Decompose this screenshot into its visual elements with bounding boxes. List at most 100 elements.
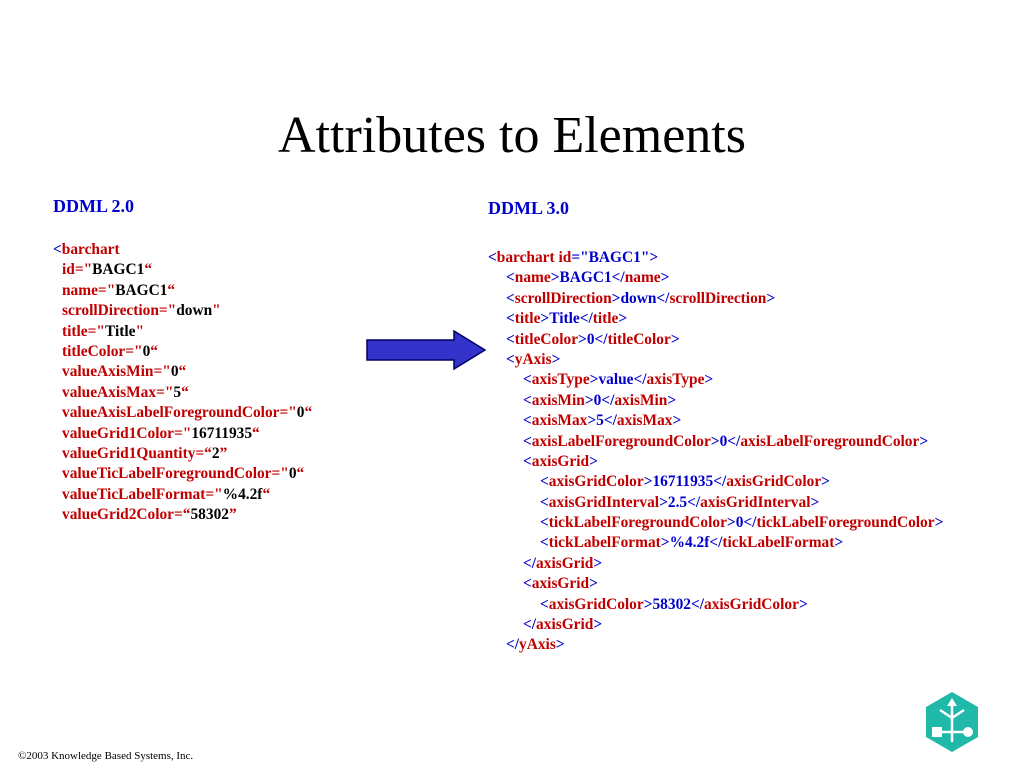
markup-token: Title bbox=[549, 310, 580, 328]
markup-token: </ bbox=[523, 616, 537, 634]
markup-token: </ bbox=[687, 493, 701, 511]
tag-name: " bbox=[83, 261, 93, 279]
markup-token: > bbox=[659, 493, 668, 511]
tag-name: “ bbox=[182, 506, 191, 524]
tag-name: scrollDirection bbox=[514, 289, 612, 307]
tag-name: " bbox=[212, 302, 221, 320]
tag-name: scrollDirection= bbox=[62, 302, 168, 320]
tag-name: “ bbox=[304, 404, 313, 422]
markup-token: < bbox=[523, 575, 532, 593]
tag-name: " bbox=[288, 404, 297, 422]
markup-token: < bbox=[506, 269, 515, 287]
code-line: <barchart id="BAGC1"> bbox=[488, 248, 943, 268]
markup-token: > bbox=[704, 371, 714, 389]
markup-token: > bbox=[919, 432, 929, 450]
markup-token: </ bbox=[656, 289, 670, 307]
tag-name: axisMin bbox=[531, 391, 585, 409]
tag-name: valueAxisMin= bbox=[62, 363, 163, 381]
markup-token: < bbox=[523, 432, 532, 450]
markup-token: </ bbox=[603, 412, 617, 430]
markup-token: > bbox=[550, 269, 560, 287]
tag-name: ” bbox=[219, 444, 228, 462]
markup-token: </ bbox=[690, 595, 705, 613]
tag-name: axisGridColor bbox=[726, 473, 822, 491]
tag-name: axisGrid bbox=[536, 554, 594, 572]
code-line: valueAxisLabelForegroundColor="0“ bbox=[53, 403, 312, 423]
markup-token: > bbox=[726, 514, 736, 532]
markup-token: 0 bbox=[735, 514, 744, 532]
tag-name: valueGrid1Color= bbox=[62, 424, 183, 442]
tag-name: valueTicLabelFormat= bbox=[62, 485, 215, 503]
company-logo-icon bbox=[926, 692, 978, 752]
tag-name: valueTicLabelForegroundColor= bbox=[62, 465, 281, 483]
markup-token: </ bbox=[601, 391, 615, 409]
tag-name: " bbox=[106, 281, 116, 299]
markup-token: < bbox=[523, 412, 532, 430]
tag-name: axisGrid bbox=[531, 575, 590, 593]
tag-name: " bbox=[214, 485, 223, 503]
markup-token: > bbox=[584, 391, 594, 409]
markup-token: > bbox=[555, 636, 565, 654]
code-line: <tickLabelFormat>%4.2f</tickLabelFormat> bbox=[488, 533, 943, 553]
code-line: titleColor="0“ bbox=[53, 342, 312, 362]
markup-token: < bbox=[506, 289, 515, 307]
tag-name: " bbox=[182, 424, 192, 442]
markup-token: down bbox=[620, 289, 657, 307]
tag-name: title bbox=[514, 310, 541, 328]
heading-ddml-2: DDML 2.0 bbox=[53, 196, 134, 216]
tag-name: title= bbox=[62, 322, 97, 340]
tag-name: tickLabelForegroundColor bbox=[756, 514, 935, 532]
tag-name: name bbox=[624, 269, 661, 287]
tag-name: titleColor= bbox=[62, 342, 135, 360]
code-line: <axisGridColor>16711935</axisGridColor> bbox=[488, 472, 943, 492]
code-line: scrollDirection="down" bbox=[53, 301, 312, 321]
tag-name: valueGrid1Quantity= bbox=[62, 444, 205, 462]
tag-name: “ bbox=[252, 424, 260, 442]
code-line: valueAxisMin="0“ bbox=[53, 362, 312, 382]
tag-name: axisMax bbox=[531, 412, 588, 430]
markup-token: > bbox=[593, 554, 603, 572]
tag-name: ” bbox=[228, 506, 237, 524]
tag-name: titleColor bbox=[607, 330, 671, 348]
tag-name: " bbox=[96, 322, 105, 340]
markup-token: > bbox=[672, 412, 682, 430]
markup-token: < bbox=[540, 473, 549, 491]
markup-token: 58302 bbox=[652, 595, 691, 613]
heading-ddml-3: DDML 3.0 bbox=[488, 198, 569, 218]
markup-token: </ bbox=[523, 554, 537, 572]
tag-name: axisGrid bbox=[536, 616, 594, 634]
markup-token: < bbox=[53, 241, 62, 258]
copyright-footer: ©2003 Knowledge Based Systems, Inc. bbox=[18, 750, 194, 762]
tag-name: " bbox=[164, 383, 174, 401]
code-line: <axisGrid> bbox=[488, 574, 943, 594]
markup-token: =" bbox=[571, 249, 589, 266]
markup-token: </ bbox=[709, 534, 723, 552]
markup-token: > bbox=[587, 412, 597, 430]
markup-token: < bbox=[488, 249, 497, 266]
markup-token: %4.2f bbox=[669, 534, 710, 552]
tag-name: tickLabelForegroundColor bbox=[548, 514, 727, 532]
markup-token: > bbox=[593, 616, 603, 634]
markup-token: > bbox=[810, 493, 820, 511]
markup-token: > bbox=[589, 575, 598, 593]
tag-name: " bbox=[162, 363, 171, 381]
attribute-value: 0 bbox=[142, 342, 151, 360]
attribute-value: 5 bbox=[173, 383, 182, 401]
code-line: <titleColor>0</titleColor> bbox=[488, 330, 943, 350]
tag-name: barchart id bbox=[496, 249, 572, 266]
tag-name: axisLabelForegroundColor bbox=[740, 432, 920, 450]
tag-name: barchart bbox=[61, 241, 120, 258]
code-line: <barchart bbox=[53, 240, 312, 260]
markup-token: < bbox=[506, 330, 515, 348]
tag-name: axisGridInterval bbox=[548, 493, 660, 511]
markup-token: < bbox=[506, 350, 515, 368]
markup-token: </ bbox=[579, 310, 593, 328]
attribute-value: Title bbox=[104, 322, 136, 340]
tag-name: “ bbox=[181, 383, 189, 401]
markup-token: > bbox=[660, 534, 670, 552]
markup-token: </ bbox=[611, 269, 625, 287]
markup-token: 5 bbox=[596, 412, 604, 430]
tag-name: axisGrid bbox=[531, 452, 590, 470]
markup-token: 0 bbox=[719, 432, 728, 450]
